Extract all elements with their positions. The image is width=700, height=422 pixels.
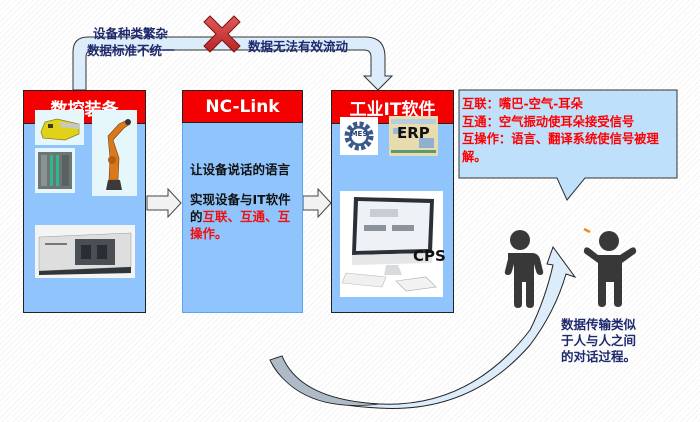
top-arrow-label-line2: 数据标准不统一 (87, 43, 175, 58)
highlight-interconnect: 互联 (202, 209, 228, 224)
mes-icon: MES (340, 117, 378, 155)
person-icon (504, 230, 544, 308)
bubble-line-interoperate: 互操作：语言、翻译系统使信号被理解。 (462, 132, 659, 164)
nc-link-para2: 实现设备与IT软件的互联、互通、互操作。 (190, 191, 298, 242)
cps-label: CPS (413, 247, 446, 265)
para2-prefix: 实现设备与IT软件的 (190, 192, 291, 224)
x-cross-icon (203, 15, 241, 53)
box-industrial-it-software: 工业IT软件 MES ERP CPS (331, 90, 454, 313)
bubble-text: 互联：嘴巴-空气-耳朵 互通：空气振动使耳朵接受信号 互操作：语言、翻译系统使信… (462, 96, 676, 166)
box-nc-link: NC-Link 让设备说话的语言 实现设备与IT软件的互联、互通、互操作。 (182, 90, 303, 313)
curved-arrow (269, 245, 577, 409)
separator: 、 (227, 209, 241, 224)
box-cnc-equipment: 数控装备 (23, 90, 146, 313)
erp-icon: ERP (389, 116, 438, 156)
mes-label: MES (350, 130, 368, 138)
speech-bubble (458, 89, 678, 201)
bubble-line-intercommunicate: 互通：空气振动使耳朵接受信号 (462, 114, 635, 129)
industrial-robot-icon (92, 110, 137, 196)
cnc-machine-icon (35, 225, 135, 278)
top-arrow-label-line1: 设备种类繁杂 (93, 26, 169, 41)
highlight-interoperate: 互操作。 (190, 209, 291, 241)
person-arms-raised-icon (583, 231, 637, 307)
bubble-line-interconnect: 互联：嘴巴-空气-耳朵 (462, 97, 583, 111)
arrow-right-2 (302, 187, 332, 219)
erp-label: ERP (397, 124, 430, 142)
nc-link-para1: 让设备说话的语言 (190, 162, 291, 177)
cps-computer-icon: CPS (340, 191, 446, 297)
nc-link-description: 让设备说话的语言 实现设备与IT软件的互联、互通、互操作。 (190, 161, 298, 242)
caption-dialogue-analogy: 数据传输类似于人与人之间的对话过程。 (561, 317, 637, 364)
agv-icon (35, 110, 84, 145)
separator: 、 (265, 209, 278, 224)
box-title: NC-Link (182, 90, 303, 123)
top-arrow-label-right: 数据无法有效流动 (248, 39, 349, 54)
spark-mark (583, 227, 591, 234)
box-title: 数控装备 (24, 91, 145, 124)
highlight-intercommunicate: 互通 (240, 209, 266, 224)
plc-cabinet-icon (35, 148, 75, 193)
arrow-right-1 (146, 187, 182, 219)
